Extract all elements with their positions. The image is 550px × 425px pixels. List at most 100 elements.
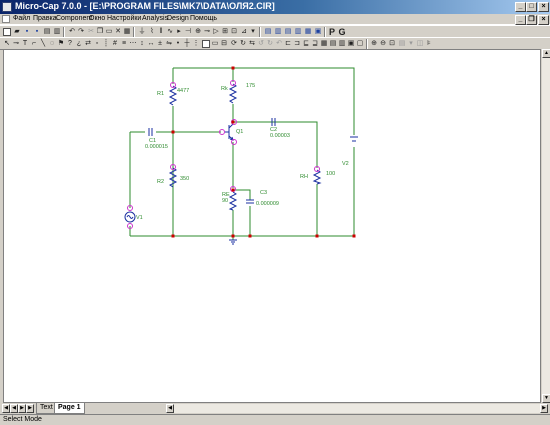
ground-icon[interactable]: ⏚ (138, 28, 146, 35)
inductor-icon[interactable]: ∿ (167, 28, 173, 35)
first-page-icon[interactable]: ◀ (2, 404, 10, 413)
capacitor-c3[interactable] (246, 199, 254, 204)
condition-icon[interactable]: ⇋ (166, 40, 172, 47)
split-icon[interactable]: ▦ (304, 28, 312, 35)
scroll-down-icon[interactable]: ▼ (542, 394, 550, 403)
doc-minimize-button[interactable]: _ (515, 15, 526, 25)
last-component-icon[interactable]: ▾ (251, 28, 255, 35)
grid-text-icon[interactable]: ⋯ (129, 40, 137, 47)
resistor-icon[interactable]: ⌇ (150, 28, 154, 35)
doc-close-button[interactable]: × (538, 15, 549, 25)
schematic-canvas[interactable]: R1 4477 Rk 175 C1 0.000015 Q1 C2 0.00003… (3, 49, 541, 403)
title-block-icon[interactable]: ▭ (211, 40, 219, 47)
scroll-up-icon[interactable]: ▲ (542, 49, 550, 58)
opamp-icon[interactable]: ▷ (213, 28, 219, 35)
resistor-r1[interactable] (168, 85, 178, 106)
paste-icon[interactable]: ▭ (105, 28, 113, 35)
diode-icon[interactable]: ▸ (177, 28, 181, 35)
capacitor-icon[interactable]: ‖ (159, 28, 163, 35)
print-preview-icon[interactable]: ▥ (53, 28, 61, 35)
copy-icon[interactable]: ❐ (96, 28, 104, 35)
overview-icon[interactable]: ▣ (314, 28, 322, 35)
filter-icon[interactable]: ⊧ (427, 40, 431, 47)
resistor-r2[interactable] (168, 167, 178, 188)
border-icon[interactable] (202, 40, 210, 48)
tile-icon[interactable]: ▤ (264, 28, 272, 35)
close-button[interactable]: × (538, 2, 549, 12)
macro-icon[interactable]: ⊡ (231, 28, 237, 35)
find-icon[interactable]: ⊒ (312, 40, 318, 47)
show-all-icon[interactable]: ⊟ (221, 40, 227, 47)
source-v1[interactable] (124, 211, 136, 223)
menu-help[interactable]: Помощь (190, 15, 218, 22)
transistor-q1[interactable] (225, 123, 234, 141)
bill-icon[interactable]: ▥ (338, 40, 346, 47)
last-page-icon[interactable]: ▶ (26, 404, 34, 413)
grid-icon[interactable]: ⋮ (192, 40, 200, 47)
menu-window[interactable]: Окно (89, 15, 106, 22)
point-to-point-icon[interactable]: ⇄ (85, 40, 91, 47)
battery-icon[interactable]: ⊣ (184, 28, 192, 35)
send-back-icon[interactable]: ⊑ (303, 40, 309, 47)
flag-icon[interactable]: ⚑ (57, 40, 65, 47)
refresh-icon[interactable]: ⟳ (231, 40, 237, 47)
region-enable-icon[interactable]: ▫ (95, 40, 99, 47)
zoom-fit-icon[interactable]: ⊡ (389, 40, 395, 47)
maximize-button[interactable]: □ (526, 2, 537, 12)
flip-x-icon[interactable]: ↺ (258, 40, 264, 47)
diagonal-wire-icon[interactable]: ╲ (40, 40, 46, 47)
transistor-icon[interactable]: ⊸ (204, 28, 210, 35)
p-button[interactable]: P (328, 27, 335, 37)
zoom-out-icon[interactable]: ⊖ (380, 40, 386, 47)
scroll-left-icon[interactable]: ◀ (166, 404, 174, 413)
flip-y-icon[interactable]: ↻ (267, 40, 273, 47)
tile-horizontal-icon[interactable]: ▤ (284, 28, 292, 35)
battery-v2[interactable] (350, 136, 358, 142)
capacitor-c1[interactable] (148, 128, 153, 136)
resistor-rk[interactable] (228, 83, 238, 104)
properties-icon[interactable]: ▤ (329, 40, 337, 47)
calculator-icon[interactable]: ▦ (320, 40, 328, 47)
ground-symbol[interactable] (229, 239, 237, 245)
dimension-icon[interactable]: ▢ (356, 40, 364, 47)
save-all-icon[interactable]: ▪ (35, 28, 39, 35)
minimize-button[interactable]: _ (515, 2, 526, 12)
menu-edit[interactable]: Правка (33, 15, 57, 22)
cut-icon[interactable]: ✂ (88, 28, 94, 35)
power-icon[interactable]: ± (158, 40, 162, 47)
scroll-right-icon[interactable]: ▶ (540, 404, 548, 413)
info-icon[interactable]: ? (68, 40, 72, 47)
node-voltage-icon[interactable]: ↕ (140, 40, 144, 47)
probe-icon[interactable]: ▤ (398, 40, 406, 47)
resistor-rh[interactable] (312, 169, 322, 185)
mark-icon[interactable]: ◫ (416, 40, 424, 47)
doc-restore-button[interactable]: ❐ (526, 15, 537, 25)
menu-analysis[interactable]: Analysis (142, 15, 169, 22)
menu-settings[interactable]: Настройки (107, 15, 142, 22)
component-mode-icon[interactable]: ⊸ (13, 40, 19, 47)
next-page-icon[interactable]: ▶ (18, 404, 26, 413)
graphics-icon[interactable]: ◌ (49, 40, 55, 47)
print-icon[interactable]: ▤ (43, 28, 51, 35)
zoom-in-icon[interactable]: ⊕ (371, 40, 377, 47)
title-bar[interactable]: Micro-Cap 7.0.0 - [E:\PROGRAM FILES\MK7\… (0, 0, 550, 14)
open-file-icon[interactable]: ▰ (14, 28, 20, 35)
node-numbers-icon[interactable]: # (113, 40, 117, 47)
wire-mode-icon[interactable]: ⌐ (31, 40, 37, 47)
app-icon[interactable] (2, 2, 12, 12)
step-icon[interactable]: ⊏ (285, 40, 291, 47)
delete-icon[interactable]: ✕ (115, 28, 121, 35)
menu-design[interactable]: Design (167, 15, 189, 22)
help-mode-icon[interactable]: ¿ (76, 40, 82, 47)
horizontal-scrollbar[interactable] (174, 404, 548, 413)
probe-dropdown-icon[interactable]: ▾ (409, 40, 413, 47)
pin-connections-icon[interactable]: • (176, 40, 180, 47)
new-file-icon[interactable] (3, 28, 11, 36)
pin-names-icon[interactable]: ┊ (103, 40, 109, 47)
current-icon[interactable]: ↔ (147, 40, 155, 47)
source-icon[interactable]: ⊕ (195, 28, 201, 35)
bring-front-icon[interactable]: ⊐ (294, 40, 300, 47)
select-mode-icon[interactable]: ↖ (4, 40, 10, 47)
undo-icon[interactable]: ↶ (69, 28, 75, 35)
prev-page-icon[interactable]: ◀ (10, 404, 18, 413)
